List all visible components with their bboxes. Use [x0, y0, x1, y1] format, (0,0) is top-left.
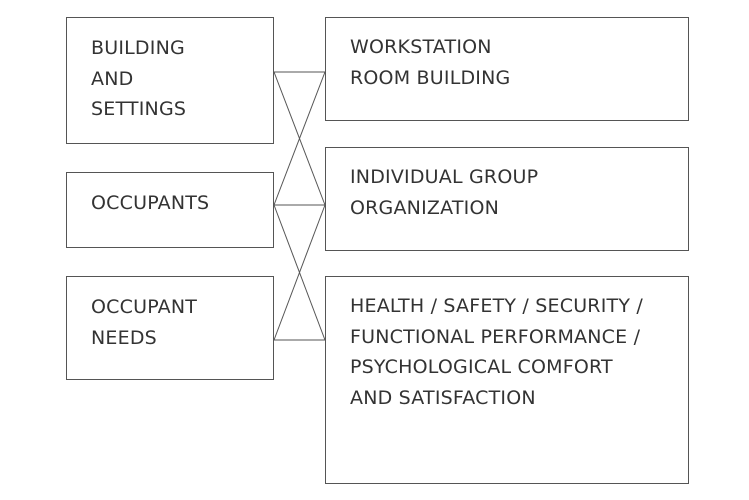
building-and-settings-box: BUILDING AND SETTINGS	[66, 17, 274, 144]
connector-occupants-workstation	[273, 71, 326, 206]
needs-label-line-1: OCCUPANT	[91, 296, 198, 318]
occupants-label-line-1: OCCUPANTS	[91, 192, 210, 214]
occupant-needs-label: OCCUPANT NEEDS	[91, 292, 197, 353]
workstation-label: WORKSTATION ROOM BUILDING	[350, 32, 510, 93]
building-label-line-2: AND	[91, 67, 134, 90]
workstation-label-line-2: ROOM BUILDING	[350, 66, 511, 89]
occupants-box: OCCUPANTS	[66, 172, 274, 248]
individual-group-organization-box: INDIVIDUAL GROUP ORGANIZATION	[325, 147, 689, 251]
connector-needs-individual	[273, 204, 326, 341]
individual-label: INDIVIDUAL GROUP ORGANIZATION	[350, 162, 538, 223]
occupant-needs-box: OCCUPANT NEEDS	[66, 276, 274, 380]
health-label-line-2: FUNCTIONAL PERFORMANCE /	[350, 325, 641, 348]
individual-label-line-2: ORGANIZATION	[350, 196, 500, 219]
individual-label-line-1: INDIVIDUAL GROUP	[350, 166, 539, 188]
health-label-line-1: HEALTH / SAFETY / SECURITY /	[350, 295, 643, 317]
health-label-line-4: AND SATISFACTION	[350, 386, 536, 409]
health-safety-box: HEALTH / SAFETY / SECURITY / FUNCTIONAL …	[325, 276, 689, 484]
building-and-settings-label: BUILDING AND SETTINGS	[91, 33, 186, 125]
health-label-line-3: PSYCHOLOGICAL COMFORT	[350, 356, 613, 378]
occupants-label: OCCUPANTS	[91, 188, 209, 219]
health-label: HEALTH / SAFETY / SECURITY / FUNCTIONAL …	[350, 291, 643, 413]
needs-label-line-2: NEEDS	[91, 326, 157, 349]
workstation-room-building-box: WORKSTATION ROOM BUILDING	[325, 17, 689, 121]
building-label-line-3: SETTINGS	[91, 98, 187, 120]
connector-building-individual	[273, 71, 326, 206]
workstation-label-line-1: WORKSTATION	[350, 36, 492, 58]
building-label-line-1: BUILDING	[91, 37, 185, 59]
connector-occupants-health	[273, 204, 326, 341]
